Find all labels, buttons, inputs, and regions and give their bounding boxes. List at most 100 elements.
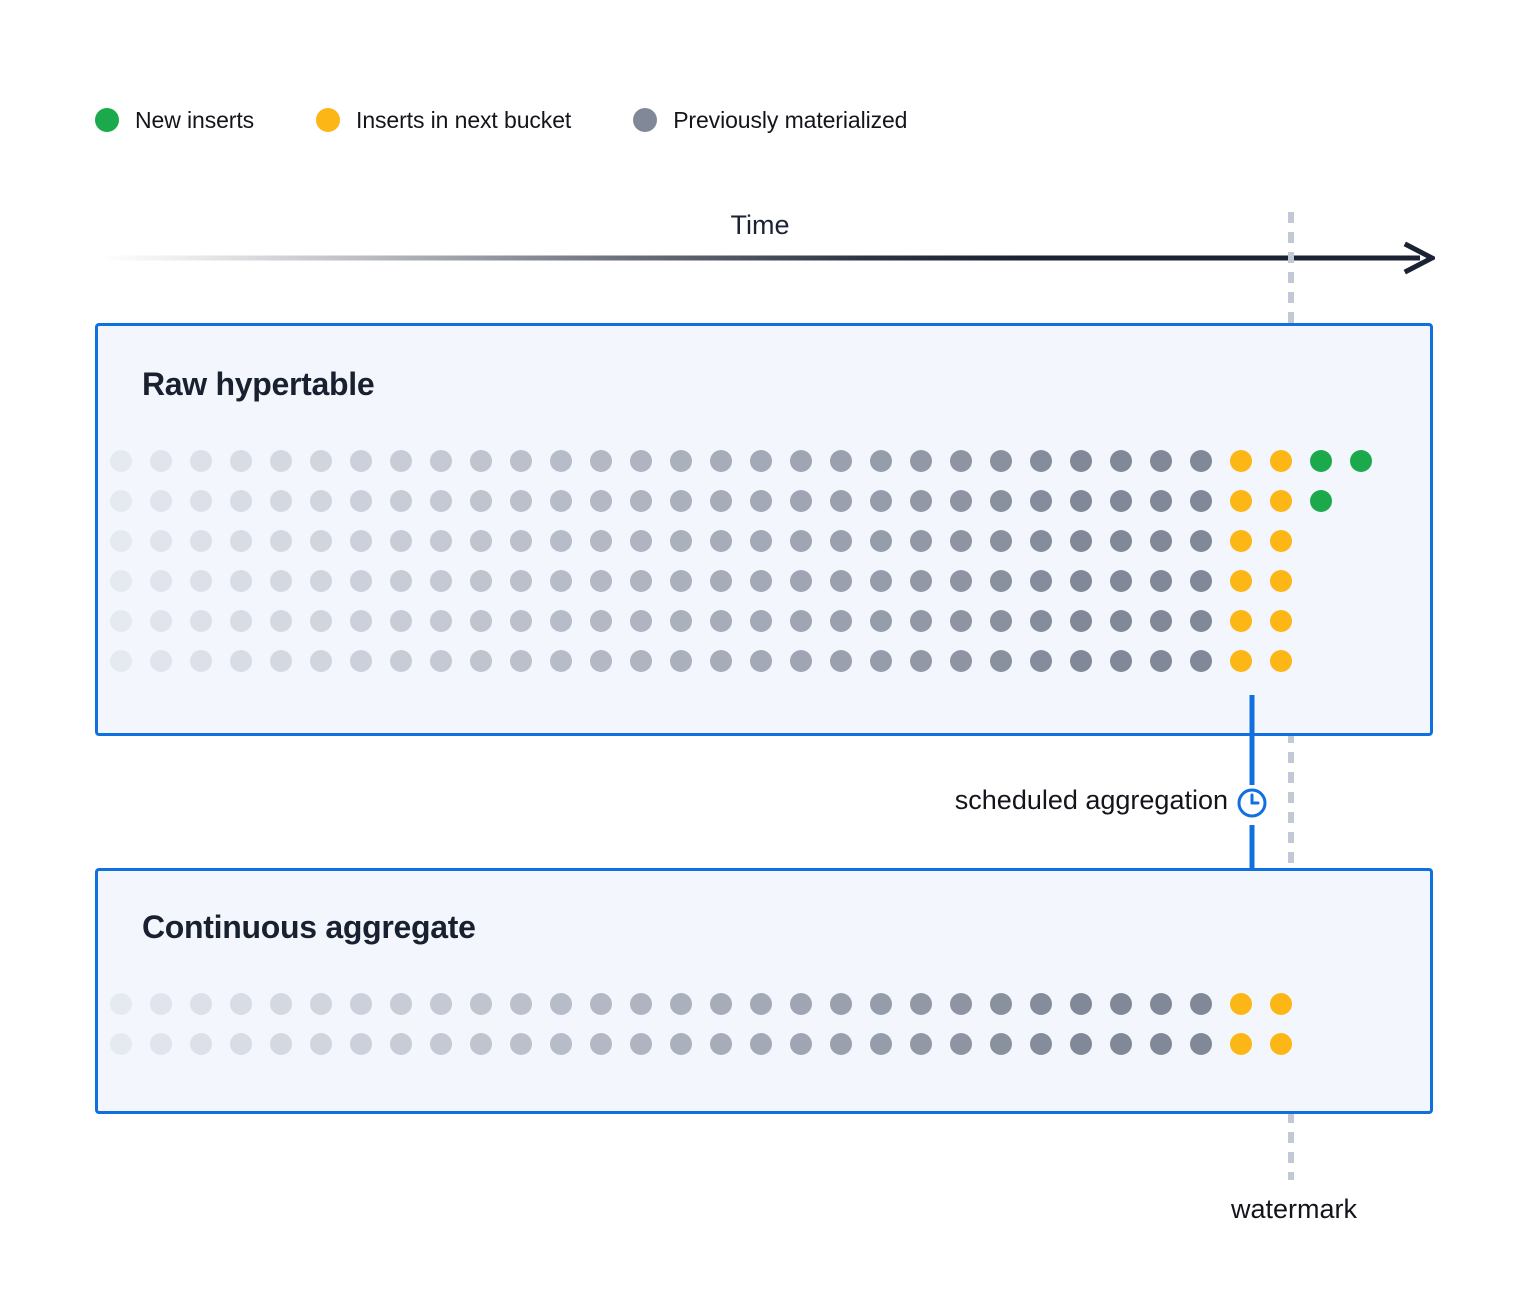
- data-dot-materialized: [230, 610, 252, 632]
- data-dot-materialized: [350, 1033, 372, 1055]
- data-dot-materialized: [750, 993, 772, 1015]
- orange-dot-icon: [316, 108, 341, 132]
- data-dot-next-bucket: [1230, 650, 1252, 672]
- data-dot-materialized: [150, 1033, 172, 1055]
- data-dot-materialized: [790, 570, 812, 592]
- data-dot-materialized: [990, 570, 1012, 592]
- data-dot-materialized: [790, 610, 812, 632]
- data-dot-materialized: [1070, 1033, 1092, 1055]
- data-dot-materialized: [150, 610, 172, 632]
- data-dot-materialized: [750, 530, 772, 552]
- data-dot-materialized: [470, 530, 492, 552]
- data-dot-materialized: [670, 450, 692, 472]
- data-dot-materialized: [950, 530, 972, 552]
- legend: New inserts Inserts in next bucket Previ…: [95, 104, 907, 136]
- data-dot-materialized: [230, 1033, 252, 1055]
- data-dot-materialized: [350, 650, 372, 672]
- data-dot-materialized: [1030, 650, 1052, 672]
- data-dot-materialized: [510, 570, 532, 592]
- data-dot-materialized: [150, 450, 172, 472]
- data-dot-materialized: [510, 450, 532, 472]
- data-dot-materialized: [110, 1033, 132, 1055]
- data-dot-materialized: [710, 530, 732, 552]
- data-dot-materialized: [830, 993, 852, 1015]
- data-dot-materialized: [870, 530, 892, 552]
- data-dot-materialized: [1070, 650, 1092, 672]
- data-dot-materialized: [590, 650, 612, 672]
- data-dot-materialized: [910, 530, 932, 552]
- data-dot-materialized: [1030, 490, 1052, 512]
- data-dot-materialized: [790, 993, 812, 1015]
- data-dot-materialized: [830, 1033, 852, 1055]
- data-dot-next-bucket: [1230, 530, 1252, 552]
- data-dot-materialized: [1150, 530, 1172, 552]
- data-dot-materialized: [790, 490, 812, 512]
- data-dot-materialized: [870, 1033, 892, 1055]
- data-dot-materialized: [1030, 610, 1052, 632]
- data-dot-materialized: [870, 650, 892, 672]
- data-dot-materialized: [1110, 530, 1132, 552]
- panel-title-continuous-aggregate: Continuous aggregate: [142, 909, 476, 945]
- data-dot-next-bucket: [1270, 1033, 1292, 1055]
- data-dot-materialized: [510, 490, 532, 512]
- data-dot-materialized: [1150, 490, 1172, 512]
- legend-label-materialized: Previously materialized: [673, 106, 908, 133]
- data-dot-materialized: [630, 610, 652, 632]
- panel-continuous-aggregate: Continuous aggregate: [95, 868, 1433, 1114]
- data-dot-materialized: [870, 610, 892, 632]
- data-dot-materialized: [430, 490, 452, 512]
- data-dot-materialized: [550, 610, 572, 632]
- gray-dot-icon: [633, 108, 658, 132]
- data-dot-materialized: [590, 450, 612, 472]
- data-dot-materialized: [270, 570, 292, 592]
- data-dot-materialized: [1070, 570, 1092, 592]
- data-dot-materialized: [790, 650, 812, 672]
- data-dot-materialized: [270, 530, 292, 552]
- legend-label-next-bucket: Inserts in next bucket: [356, 106, 572, 133]
- time-axis-label: Time: [0, 210, 1526, 241]
- data-dot-materialized: [990, 650, 1012, 672]
- data-dot-materialized: [990, 993, 1012, 1015]
- data-dot-materialized: [590, 610, 612, 632]
- data-dot-next-bucket: [1230, 450, 1252, 472]
- data-dot-materialized: [110, 490, 132, 512]
- data-dot-materialized: [750, 570, 772, 592]
- data-dot-materialized: [390, 530, 412, 552]
- data-dot-materialized: [670, 570, 692, 592]
- data-dot-materialized: [230, 490, 252, 512]
- data-dot-materialized: [270, 993, 292, 1015]
- data-dot-materialized: [830, 490, 852, 512]
- data-dot-next-bucket: [1270, 490, 1292, 512]
- data-dot-materialized: [310, 570, 332, 592]
- data-dot-materialized: [230, 650, 252, 672]
- data-dot-next-bucket: [1270, 650, 1292, 672]
- data-dot-materialized: [110, 993, 132, 1015]
- data-dot-materialized: [1070, 450, 1092, 472]
- data-dot-materialized: [190, 570, 212, 592]
- data-dot-materialized: [230, 570, 252, 592]
- data-dot-materialized: [710, 1033, 732, 1055]
- data-dot-materialized: [1190, 650, 1212, 672]
- data-dot-materialized: [1070, 530, 1092, 552]
- data-dot-materialized: [430, 570, 452, 592]
- data-dot-materialized: [350, 530, 372, 552]
- data-dot-materialized: [1110, 993, 1132, 1015]
- data-dot-materialized: [590, 993, 612, 1015]
- data-dot-materialized: [990, 530, 1012, 552]
- data-dot-materialized: [590, 490, 612, 512]
- data-dot-materialized: [1110, 570, 1132, 592]
- data-dot-materialized: [190, 610, 212, 632]
- data-dot-materialized: [750, 1033, 772, 1055]
- data-dot-materialized: [1190, 570, 1212, 592]
- data-dot-materialized: [470, 450, 492, 472]
- data-dot-materialized: [150, 490, 172, 512]
- data-dot-materialized: [310, 993, 332, 1015]
- data-dot-materialized: [950, 610, 972, 632]
- data-dot-materialized: [1110, 450, 1132, 472]
- data-dot-materialized: [430, 650, 452, 672]
- data-dot-next-bucket: [1270, 993, 1292, 1015]
- data-dot-next-bucket: [1230, 490, 1252, 512]
- watermark-label: watermark: [1230, 1194, 1358, 1224]
- panel-raw-hypertable: Raw hypertable: [95, 323, 1433, 736]
- data-dot-materialized: [590, 530, 612, 552]
